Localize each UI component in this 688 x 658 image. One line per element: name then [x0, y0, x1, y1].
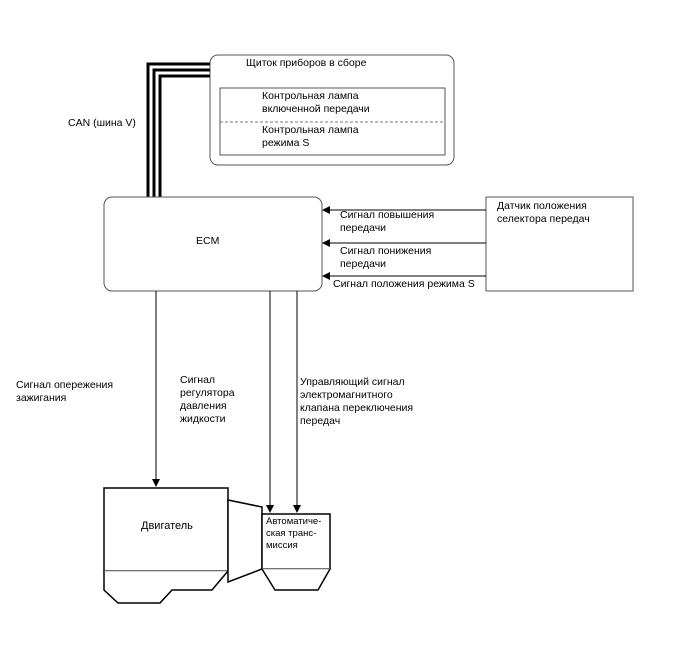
s-mode-signal-label: Сигнал положения режима S [333, 278, 475, 290]
gear-lamp-label: Контрольная лампа включенной передачи [262, 90, 370, 115]
can-bus-lines [146, 62, 210, 198]
transmission-shape [261, 513, 331, 591]
pressure-signal-label: Сигнал регулятора давления жидкости [180, 374, 235, 425]
s-mode-lamp-label: Контрольная лампа режима S [262, 124, 359, 149]
can-bus-label: CAN (шина V) [68, 117, 136, 129]
downshift-signal-label: Сигнал понижения передачи [340, 245, 432, 270]
bell-housing [227, 499, 263, 584]
cluster-title: Щиток приборов в сборе [246, 57, 367, 69]
engine-shape [103, 487, 229, 604]
selector-sensor-box [485, 196, 634, 292]
ignition-signal-label: Сигнал опережения зажигания [16, 379, 114, 404]
solenoid-signal-label: Управляющий сигнал электромагнитного кла… [300, 376, 414, 427]
engine-label: Двигатель [141, 520, 193, 532]
ecm-label: ECM [196, 235, 220, 247]
upshift-signal-label: Сигнал повышения передачи [340, 209, 435, 234]
transmission-label: Автоматиче- ская транс- миссия [266, 516, 322, 551]
selector-sensor-label: Датчик положения селектора передач [497, 200, 590, 225]
